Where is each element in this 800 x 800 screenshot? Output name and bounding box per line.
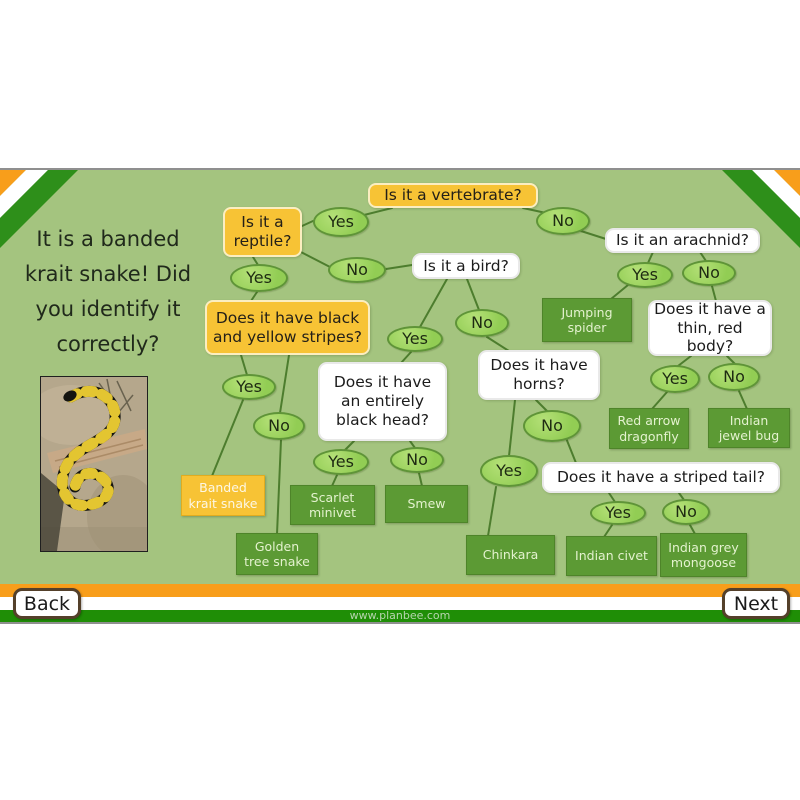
- back-button[interactable]: Back: [13, 588, 81, 619]
- question-box-striped-tail: Does it have a striped tail?: [542, 462, 780, 493]
- no-ellipse-stripes: No: [253, 412, 305, 440]
- next-button[interactable]: Next: [722, 588, 790, 619]
- answer-box-indian-jewel-bug: Indian jewel bug: [708, 408, 790, 448]
- flag-corner-top-right: [722, 170, 800, 248]
- no-ellipse-red-body: No: [708, 363, 760, 391]
- answer-box-indian-civet: Indian civet: [566, 536, 657, 576]
- yes-ellipse-arachnid: Yes: [617, 262, 673, 288]
- slide-title: It is a banded krait snake! Did you iden…: [10, 222, 206, 362]
- question-box-stripes: Does it have black and yellow stripes?: [205, 300, 370, 355]
- no-ellipse-bird: No: [455, 309, 509, 337]
- flowchart-connector-lines: [211, 207, 748, 538]
- title-line: It is a banded: [36, 227, 180, 251]
- lesson-slide: It is a banded krait snake! Did you iden…: [0, 170, 800, 622]
- answer-box-chinkara: Chinkara: [466, 535, 555, 575]
- yes-ellipse-red-body: Yes: [650, 365, 700, 393]
- title-line: correctly?: [56, 332, 160, 356]
- no-ellipse-black-head: No: [390, 447, 444, 473]
- no-ellipse-striped-tail: No: [662, 499, 710, 525]
- no-ellipse-arachnid: No: [682, 260, 736, 286]
- answer-box-smew: Smew: [385, 485, 468, 523]
- question-box-black-head: Does it have an entirely black head?: [318, 362, 447, 441]
- no-ellipse-horns: No: [523, 410, 581, 442]
- answer-box-golden-tree-snake: Golden tree snake: [236, 533, 318, 575]
- banded-krait-snake-photo: [29, 376, 159, 559]
- answer-box-scarlet-minivet: Scarlet minivet: [290, 485, 375, 525]
- footer-flag-bar: www.planbee.com: [0, 584, 800, 622]
- yes-ellipse-striped-tail: Yes: [590, 501, 646, 525]
- answer-box-jumping-spider: Jumping spider: [542, 298, 632, 342]
- title-line: you identify it: [35, 297, 181, 321]
- footer-stripe-orange: [0, 584, 800, 597]
- yes-ellipse-stripes: Yes: [222, 374, 276, 400]
- question-box-bird: Is it a bird?: [412, 253, 520, 279]
- answer-box-banded-krait-snake: Banded krait snake: [181, 475, 265, 516]
- flag-corner-top-left: [0, 170, 78, 248]
- footer-stripe-green: www.planbee.com: [0, 610, 800, 622]
- yes-ellipse-bird: Yes: [387, 326, 443, 352]
- yes-ellipse-horns: Yes: [480, 455, 538, 487]
- answer-box-indian-grey-mongoose: Indian grey mongoose: [660, 533, 747, 577]
- question-box-vertebrate: Is it a vertebrate?: [368, 183, 538, 208]
- website-link: www.planbee.com: [349, 609, 451, 622]
- yes-ellipse-black-head: Yes: [313, 449, 369, 475]
- title-line: krait snake! Did: [24, 262, 192, 286]
- yes-ellipse-vertebrate: Yes: [313, 207, 369, 237]
- question-box-red-body: Does it have a thin, red body?: [648, 300, 772, 356]
- answer-box-red-arrow-dragonfly: Red arrow dragonfly: [609, 408, 689, 449]
- no-ellipse-reptile: No: [328, 257, 386, 283]
- footer-stripe-white: [0, 597, 800, 610]
- question-box-horns: Does it have horns?: [478, 350, 600, 400]
- question-box-arachnid: Is it an arachnid?: [605, 228, 760, 253]
- question-box-reptile: Is it a reptile?: [223, 207, 302, 257]
- no-ellipse-vertebrate: No: [536, 207, 590, 235]
- yes-ellipse-reptile: Yes: [230, 264, 288, 292]
